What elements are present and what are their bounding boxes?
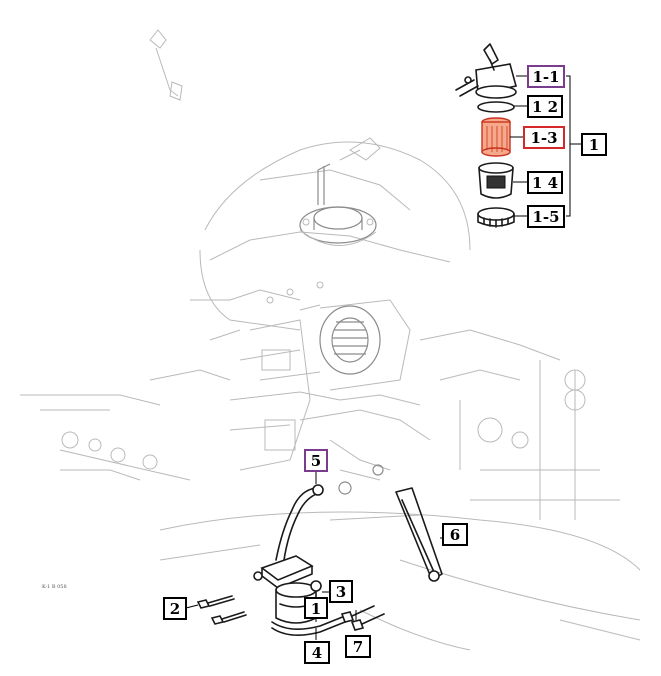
hose-clamp	[312, 484, 324, 496]
label-4[interactable]: 4	[304, 641, 330, 664]
label-7[interactable]: 7	[345, 635, 371, 658]
label-2[interactable]: 2	[163, 597, 187, 620]
label-1-2[interactable]: 1 2	[527, 95, 563, 118]
drawing-stamp: K-1 B 058	[42, 584, 67, 590]
label-1-sedimenter-text: 1	[311, 600, 321, 618]
fuel-parts-drawing	[196, 484, 443, 636]
label-5[interactable]: 5	[304, 449, 328, 472]
mounting-bracket	[395, 487, 443, 581]
label-1-1[interactable]: 1-1	[527, 65, 565, 88]
label-3-text: 3	[336, 583, 346, 601]
label-6-text: 6	[450, 526, 460, 544]
label-7-text: 7	[353, 638, 363, 656]
label-1-assembly[interactable]: 1	[581, 133, 607, 156]
label-1-5[interactable]: 1-5	[527, 205, 565, 228]
filter-exploded-view	[455, 43, 582, 228]
label-1-sedimenter[interactable]: 1	[304, 597, 328, 619]
filter-cup	[478, 162, 514, 174]
fuel-hose	[275, 487, 317, 561]
label-1-2-text: 1 2	[532, 98, 558, 116]
label-1-5-text: 1-5	[532, 208, 559, 226]
label-5-text: 5	[311, 452, 321, 470]
label-2-text: 2	[170, 600, 180, 618]
label-1-assembly-text: 1	[589, 136, 599, 154]
o-ring	[477, 101, 515, 113]
label-3[interactable]: 3	[329, 580, 353, 603]
label-6[interactable]: 6	[442, 523, 468, 546]
water-separator-bowl	[275, 582, 317, 598]
bolt-upper	[196, 599, 211, 609]
bolt-7a	[340, 611, 355, 623]
bolt-lower	[210, 615, 225, 625]
label-1-4-text: 1 4	[532, 174, 558, 192]
engine-background-drawing	[20, 29, 641, 651]
label-1-3[interactable]: 1-3	[523, 126, 565, 149]
label-4-text: 4	[312, 644, 322, 662]
float-ring	[486, 175, 506, 189]
bolt-7b	[350, 619, 365, 631]
label-1-1-text: 1-1	[532, 68, 559, 86]
label-1-3-text: 1-3	[530, 129, 557, 147]
label-1-4[interactable]: 1 4	[527, 171, 563, 194]
